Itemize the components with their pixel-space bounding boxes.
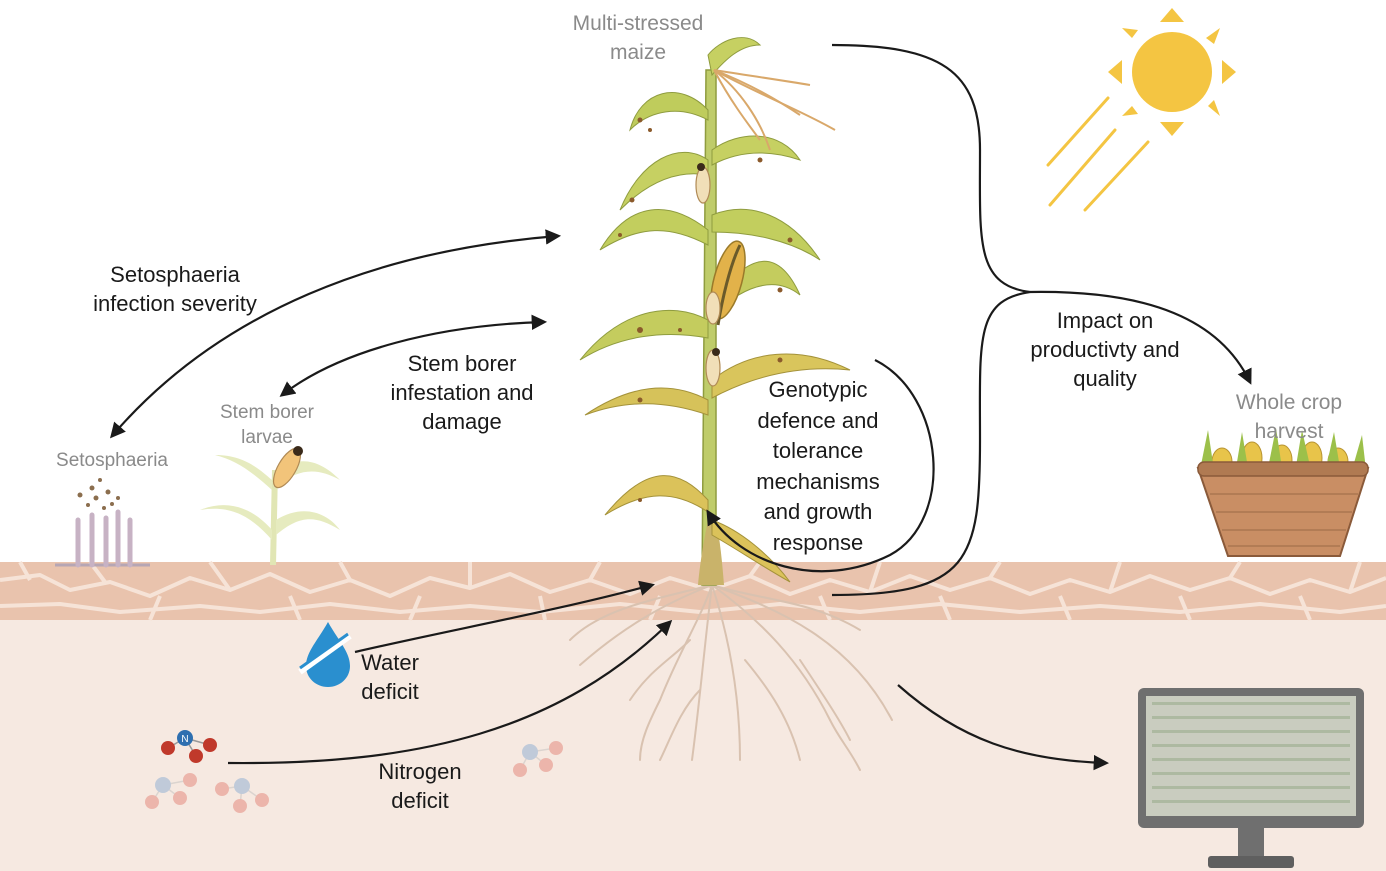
label-nitrogen-deficit: Nitrogen deficit: [360, 757, 480, 815]
label-nitrogen-line2: deficit: [391, 788, 449, 813]
label-stem-borer-larvae: Stem borer larvae: [197, 400, 337, 450]
label-genotypic-line4: mechanisms: [756, 468, 880, 494]
nitrate-molecule-faint-2: [215, 778, 269, 813]
harvest-basket-icon: [1196, 428, 1370, 557]
sun-icon: [1046, 8, 1236, 212]
label-genotypic-line3: tolerance: [772, 438, 864, 463]
arrow-impact-to-harvest: [1029, 290, 1252, 385]
arrow-stem-borer-interaction: [279, 314, 548, 397]
label-stem-borer-infestation-line3: damage: [422, 409, 502, 434]
label-genotypic-response: Genotypic defence and tolerance mechanis…: [728, 375, 908, 558]
label-impact-line2: productivty and: [1030, 337, 1180, 362]
small-maize-plant: [200, 455, 340, 565]
arrow-to-monitor: [897, 684, 1110, 771]
label-multi-stressed-line2: maize: [609, 41, 667, 64]
label-impact-line3: quality: [1073, 366, 1137, 391]
larva-icon: [272, 446, 303, 489]
label-setosphaeria-severity-line1: Setosphaeria: [110, 262, 240, 287]
arrow-genotypic-response: [706, 359, 935, 573]
nitrate-molecule-faint-3: [513, 741, 563, 777]
label-stem-borer-infestation-line2: infestation and: [390, 380, 534, 405]
label-genotypic-line6: response: [772, 529, 864, 555]
label-harvest-line2: harvest: [1254, 420, 1324, 443]
label-whole-crop-harvest: Whole crop harvest: [1204, 388, 1374, 446]
label-stem-borer-infestation-line1: Stem borer: [407, 351, 517, 376]
arrow-water-deficit: [354, 580, 655, 654]
nitrate-molecule-icon: N: [161, 730, 217, 763]
label-stem-borer-larvae-line1: Stem borer: [220, 402, 314, 423]
computer-monitor-icon: [1138, 688, 1364, 868]
water-drop-slash-icon: [298, 622, 352, 687]
larva-on-stem: [695, 163, 721, 387]
maize-plant-icon: [579, 37, 851, 586]
label-genotypic-line2: defence and: [757, 407, 879, 433]
label-stem-borer-larvae-line2: larvae: [241, 427, 293, 448]
fungus-icon: [55, 478, 150, 568]
label-stem-borer-infestation: Stem borer infestation and damage: [362, 349, 562, 436]
label-impact-line1: Impact on: [1056, 308, 1154, 333]
label-setosphaeria-severity: Setosphaeria infection severity: [70, 260, 280, 318]
label-impact-productivity: Impact on productivty and quality: [1010, 306, 1200, 393]
arrow-nitrogen-deficit: [227, 619, 673, 765]
label-genotypic-line5: and growth: [763, 499, 873, 524]
label-nitrogen-line1: Nitrogen: [378, 759, 462, 784]
maize-roots: [569, 584, 893, 771]
bracket-impact: [831, 43, 1031, 597]
label-setosphaeria-text: Setosphaeria: [56, 450, 168, 471]
nitrate-molecule-faint-1: [145, 773, 197, 809]
label-water-line1: Water: [361, 650, 419, 675]
label-genotypic-line1: Genotypic: [768, 377, 868, 402]
label-setosphaeria: Setosphaeria: [40, 448, 184, 473]
label-water-line2: deficit: [361, 679, 419, 704]
arrow-setosphaeria-interaction: [109, 229, 562, 439]
label-multi-stressed-maize: Multi-stressed maize: [548, 9, 728, 67]
label-harvest-line1: Whole crop: [1235, 391, 1343, 414]
label-water-deficit: Water deficit: [340, 648, 440, 706]
nitrate-n-letter: N: [181, 734, 188, 745]
label-setosphaeria-severity-line2: infection severity: [93, 291, 257, 316]
label-multi-stressed-line1: Multi-stressed: [572, 12, 704, 35]
